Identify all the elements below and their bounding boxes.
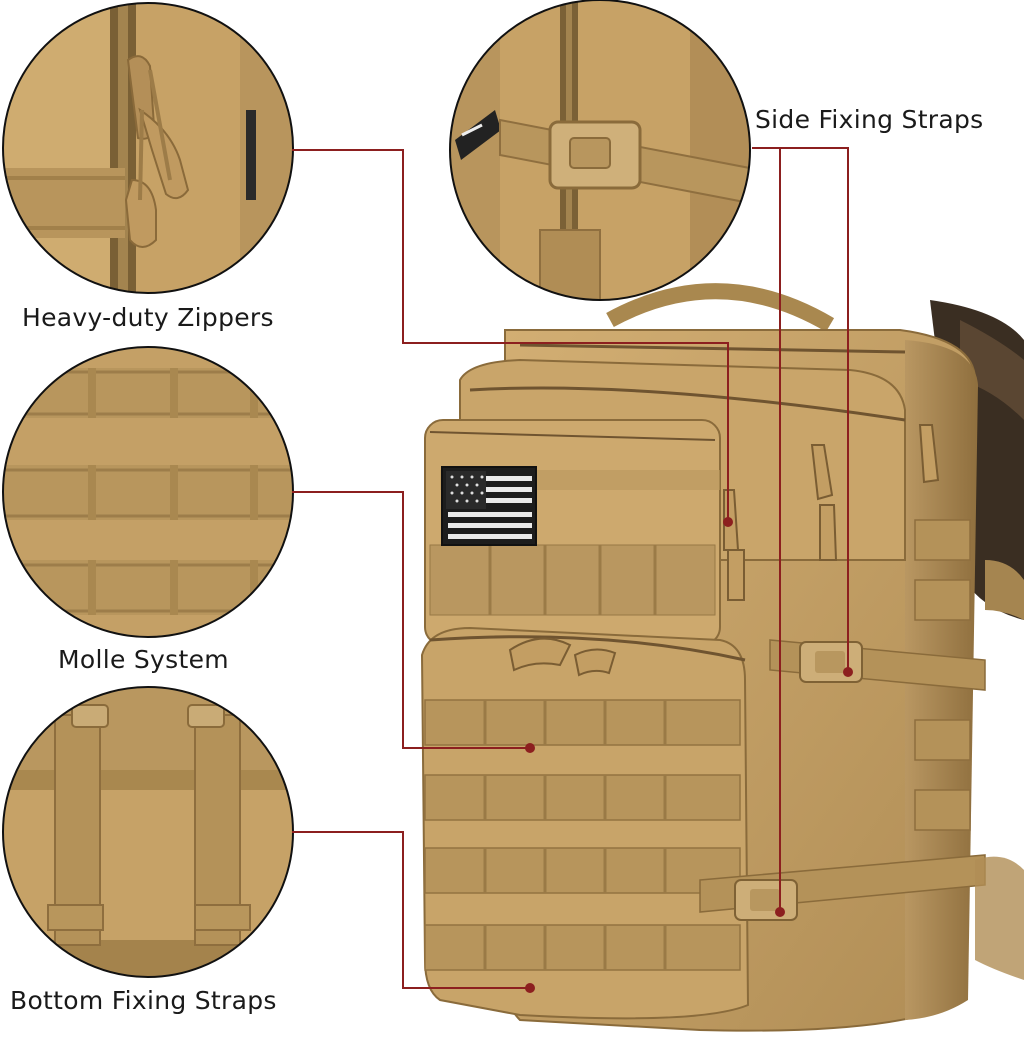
callout-dot-side-2: [775, 907, 785, 917]
zipper-detail-circle: [2, 2, 294, 294]
side-strap-detail-circle: [449, 0, 751, 301]
callout-line-bottom: [292, 831, 530, 989]
flag-patch: [441, 466, 537, 546]
label-side-fixing-straps: Side Fixing Straps: [755, 105, 984, 134]
callout-dot-zippers: [723, 517, 733, 527]
callout-dot-molle: [525, 743, 535, 753]
backpack-illustration: [420, 283, 1024, 1032]
bottom-strap-detail-circle: [2, 686, 294, 978]
callout-dots: [525, 517, 853, 993]
callout-dot-bottom: [525, 983, 535, 993]
callout-lines: [292, 147, 849, 989]
callout-dot-side-1: [843, 667, 853, 677]
label-bottom-fixing-straps: Bottom Fixing Straps: [10, 986, 277, 1015]
callout-line-side-1: [752, 147, 849, 672]
callout-line-molle: [292, 491, 530, 749]
label-heavy-duty-zippers: Heavy-duty Zippers: [22, 303, 274, 332]
label-molle-system: Molle System: [58, 645, 229, 674]
callout-line-zippers: [292, 149, 729, 522]
molle-detail-circle: [2, 346, 294, 638]
